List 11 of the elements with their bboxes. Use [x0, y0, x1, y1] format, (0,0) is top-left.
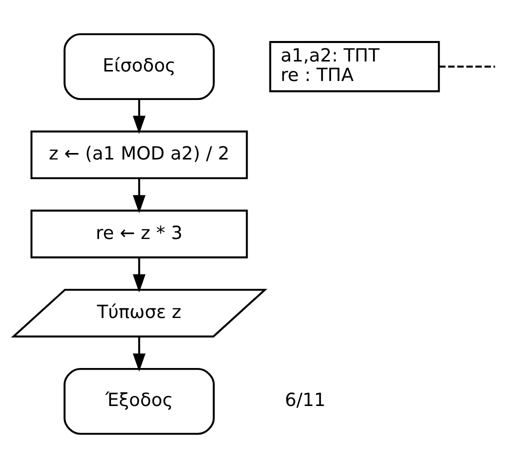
node-box: Έξοδος: [64, 368, 215, 435]
node-box: z ← (a1 MOD a2) / 2: [30, 130, 248, 180]
node-box: a1,a2: ΤΠΤ re : ΤΠΑ: [269, 41, 440, 92]
arrow: [132, 257, 146, 292]
arrow: [132, 178, 146, 214]
connector: [439, 66, 496, 68]
label: 6/11: [284, 390, 326, 412]
arrow: [132, 336, 146, 372]
node-box: re ← z * 3: [30, 210, 248, 258]
node-box: Είσοδος: [64, 33, 215, 100]
arrow: [132, 99, 146, 134]
